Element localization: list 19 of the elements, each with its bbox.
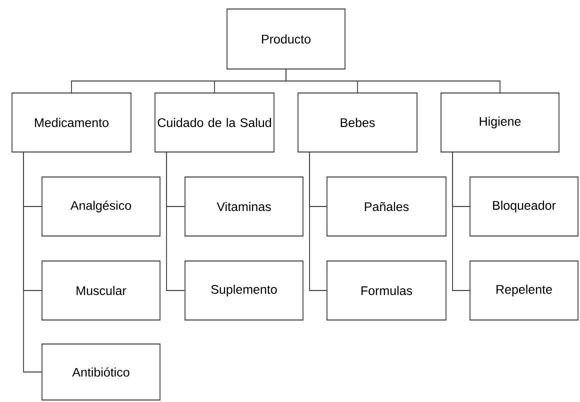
category-box: Analgésico <box>42 176 160 236</box>
connector-line <box>166 152 185 291</box>
category-box: Formulas <box>326 260 446 320</box>
category-box: Bloqueador <box>470 176 578 236</box>
connector-line <box>23 152 42 372</box>
connector-line <box>309 152 327 291</box>
category-box: Repelente <box>470 260 578 320</box>
category-box: Muscular <box>42 260 160 320</box>
category-box: Medicamento <box>12 92 132 152</box>
category-box: Bebes <box>298 92 418 152</box>
category-box: Pañales <box>326 176 446 236</box>
category-box: Suplemento <box>184 260 304 320</box>
category-box: Producto <box>226 8 346 70</box>
connector-line <box>452 152 470 291</box>
category-box: Higiene <box>440 92 560 152</box>
category-box: Vitaminas <box>184 176 304 236</box>
category-box: Cuidado de la Salud <box>154 92 274 152</box>
connector-line <box>286 69 500 93</box>
category-box: Antibiótico <box>42 344 160 400</box>
